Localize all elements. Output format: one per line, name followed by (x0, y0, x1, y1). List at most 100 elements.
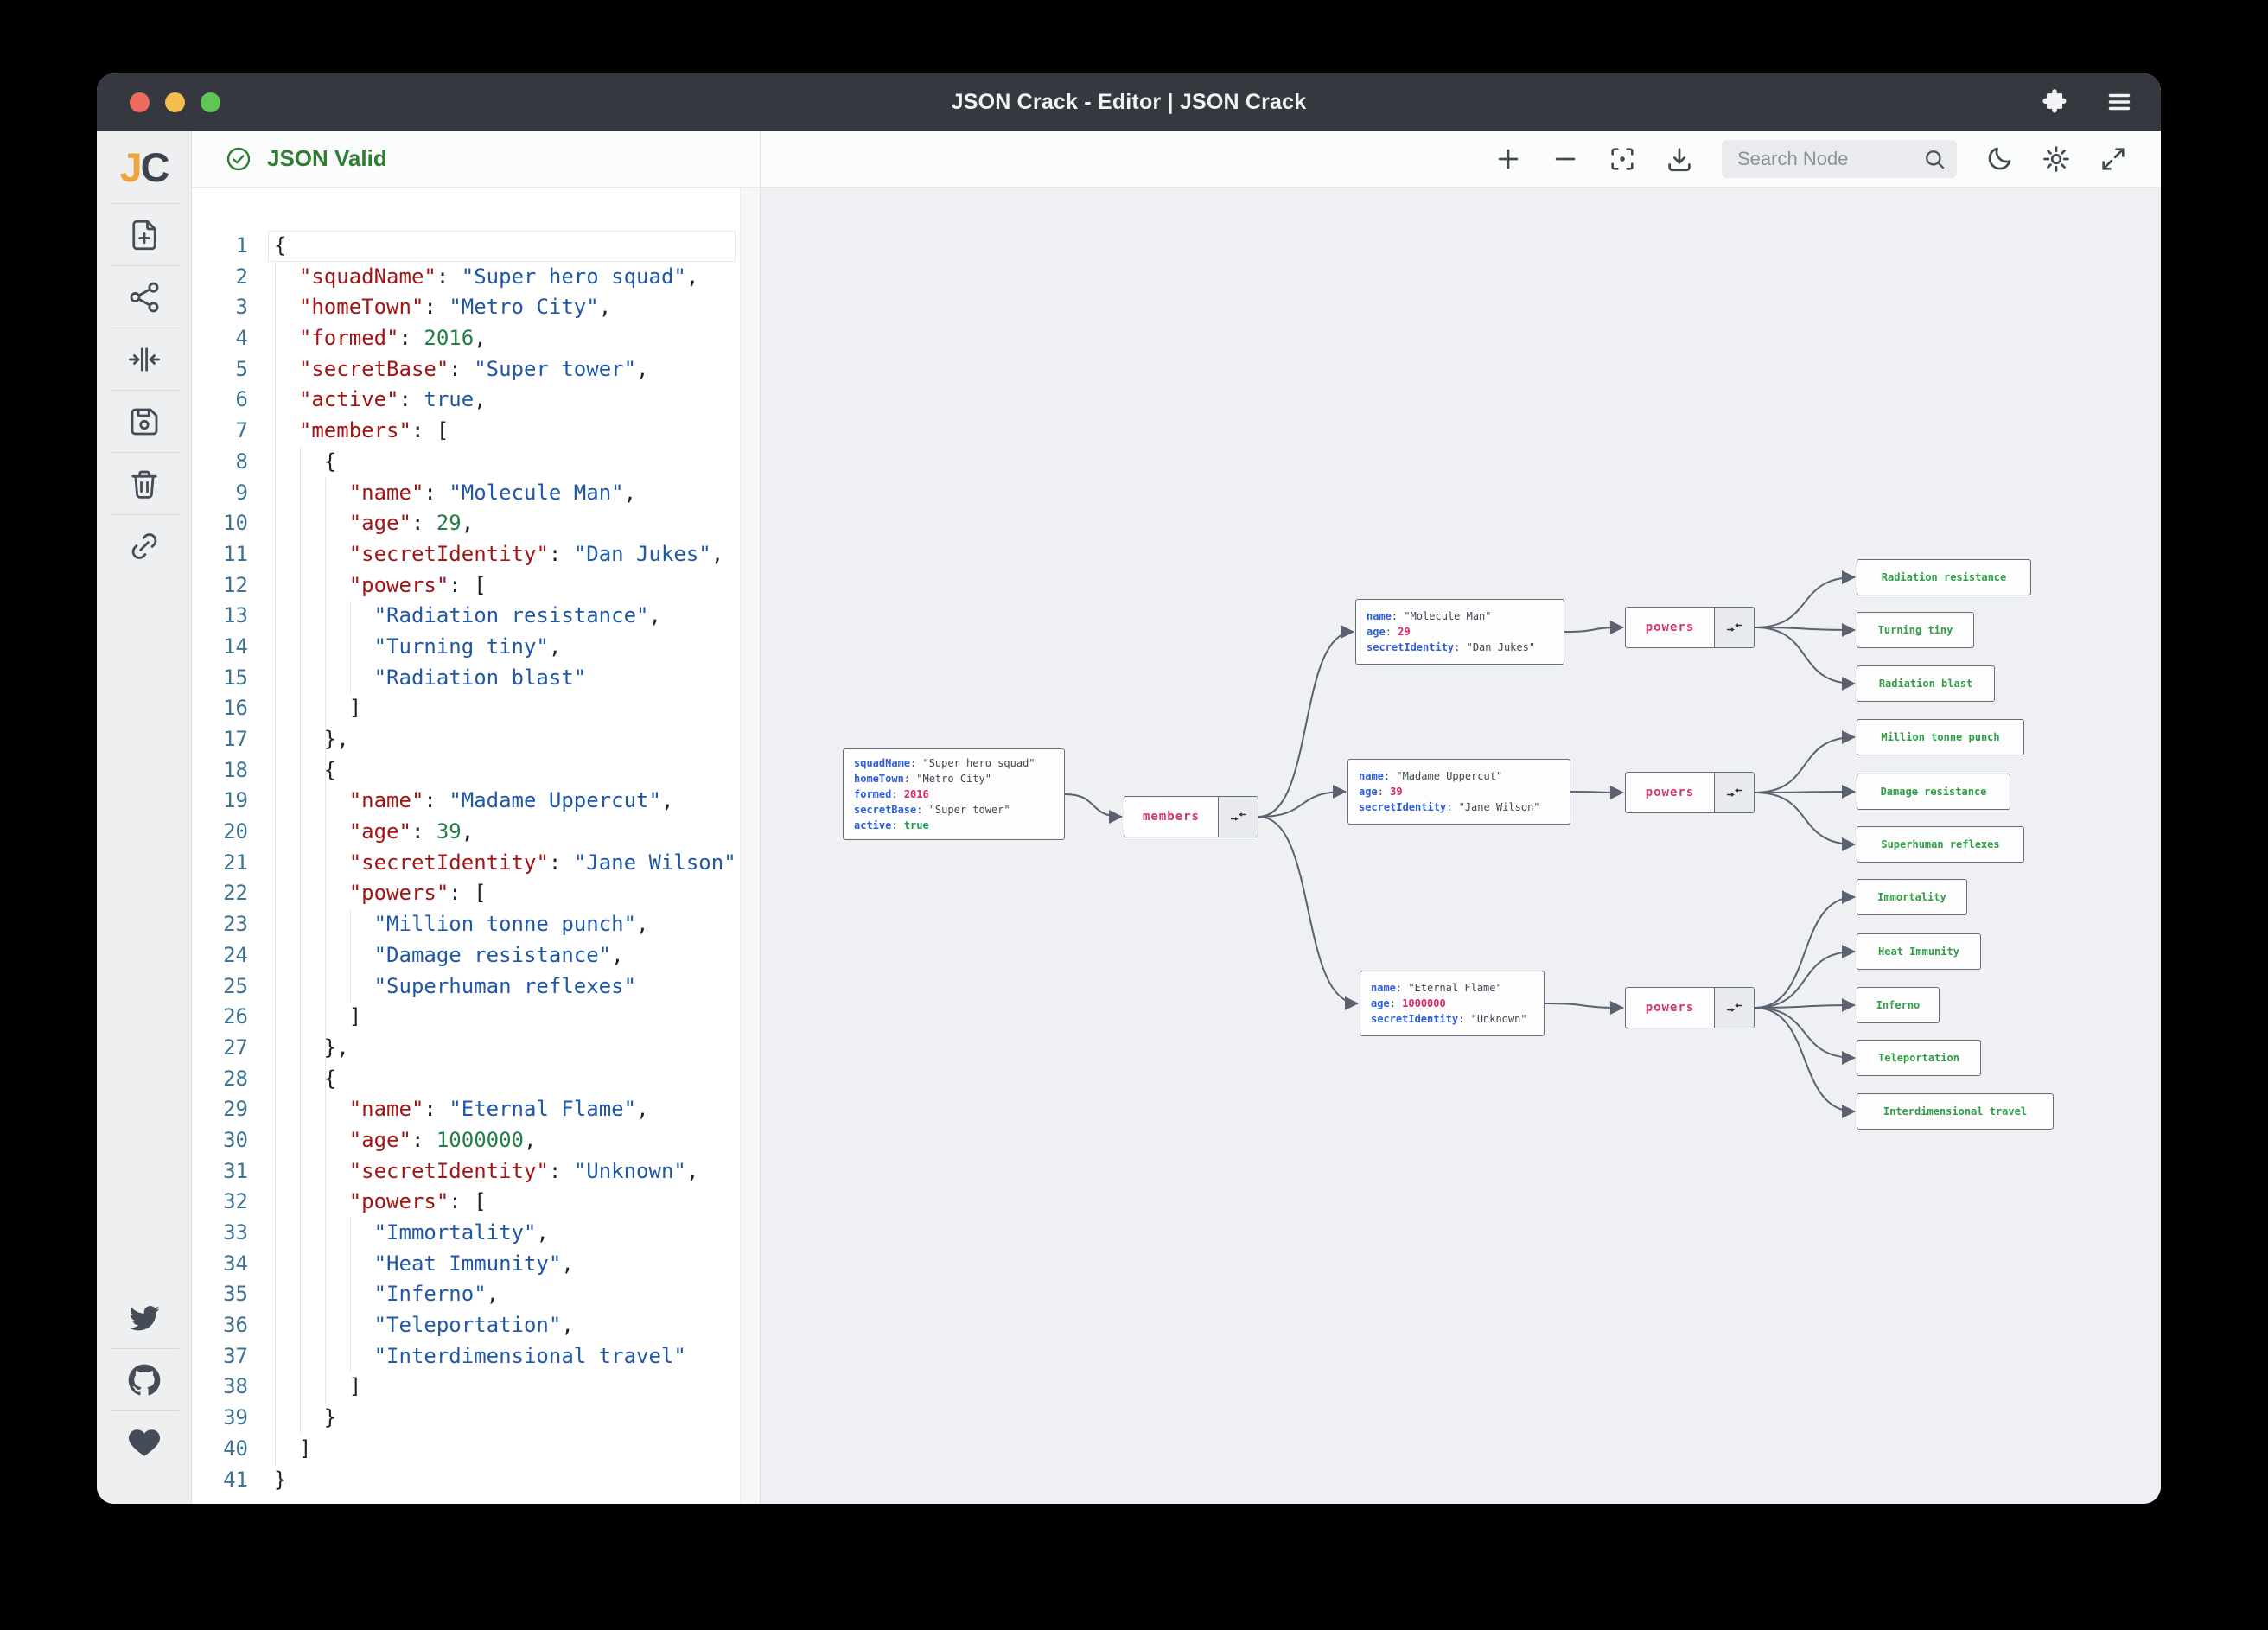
close-window-button[interactable] (130, 92, 150, 112)
code-line[interactable]: 17 }, (192, 724, 760, 755)
indent-guide (349, 909, 351, 1003)
focus-button[interactable] (1608, 144, 1637, 174)
line-number: 13 (223, 603, 248, 628)
graph-leaf-node[interactable]: Damage resistance (1857, 774, 2010, 810)
graph-leaf-node[interactable]: Radiation resistance (1857, 559, 2031, 595)
graph-leaf-node[interactable]: Immortality (1857, 879, 1967, 915)
zoom-window-button[interactable] (201, 92, 220, 112)
graph-view-button[interactable] (97, 266, 191, 328)
code-line[interactable]: 10 "age": 29, (192, 508, 760, 539)
code-line[interactable]: 32 "powers": [ (192, 1187, 760, 1218)
code-line[interactable]: 1{ (192, 231, 760, 262)
graph-leaf-node[interactable]: Turning tiny (1857, 612, 1974, 648)
line-number: 24 (223, 942, 248, 967)
link-button[interactable] (97, 515, 191, 576)
twitter-button[interactable] (97, 1287, 191, 1348)
code-line[interactable]: 16 ] (192, 693, 760, 724)
graph-leaf-node[interactable]: Heat Immunity (1857, 933, 1981, 970)
code-line[interactable]: 19 "name": "Madame Uppercut", (192, 786, 760, 817)
code-line[interactable]: 31 "secretIdentity": "Unknown", (192, 1156, 760, 1187)
collapse-node-button[interactable] (1218, 797, 1258, 837)
graph-leaf-node[interactable]: Million tonne punch (1857, 719, 2024, 755)
fullscreen-button[interactable] (2099, 144, 2128, 174)
github-button[interactable] (97, 1349, 191, 1410)
code-line[interactable]: 24 "Damage resistance", (192, 940, 760, 971)
code-line[interactable]: 12 "powers": [ (192, 570, 760, 602)
code-line[interactable]: 18 { (192, 755, 760, 786)
code-line[interactable]: 4 "formed": 2016, (192, 323, 760, 354)
indent-guide (299, 446, 301, 1435)
graph-leaf-node[interactable]: Teleportation (1857, 1040, 1981, 1076)
code-line[interactable]: 21 "secretIdentity": "Jane Wilson", (192, 848, 760, 879)
code-line[interactable]: 29 "name": "Eternal Flame", (192, 1094, 760, 1125)
code-line[interactable]: 36 "Teleportation", (192, 1310, 760, 1341)
download-button[interactable] (1665, 144, 1694, 174)
code-line[interactable]: 39 } (192, 1403, 760, 1434)
graph-leaf-node[interactable]: Interdimensional travel (1857, 1093, 2054, 1130)
graph-canvas[interactable]: squadName: "Super hero squad"homeTown: "… (761, 188, 2161, 1504)
editor-scrollbar[interactable] (740, 188, 760, 1504)
code-line[interactable]: 13 "Radiation resistance", (192, 601, 760, 632)
code-line[interactable]: 9 "name": "Molecule Man", (192, 478, 760, 509)
graph-node-p3[interactable]: powers (1625, 987, 1755, 1028)
code-line[interactable]: 2 "squadName": "Super hero squad", (192, 262, 760, 293)
graph-leaf-node[interactable]: Radiation blast (1857, 665, 1995, 702)
code-line[interactable]: 33 "Immortality", (192, 1218, 760, 1249)
divider (109, 265, 179, 266)
minimize-window-button[interactable] (165, 92, 185, 112)
extension-puzzle-icon[interactable] (2040, 87, 2069, 117)
collapse-node-button[interactable] (1714, 988, 1754, 1028)
collapse-node-button[interactable] (1714, 773, 1754, 812)
collapse-width-button[interactable] (97, 328, 191, 390)
code-line[interactable]: 30 "age": 1000000, (192, 1125, 760, 1156)
code-line[interactable]: 40 ] (192, 1434, 760, 1465)
code-line[interactable]: 27 }, (192, 1033, 760, 1064)
code-line[interactable]: 7 "members": [ (192, 416, 760, 447)
graph-node-root[interactable]: squadName: "Super hero squad"homeTown: "… (843, 748, 1065, 840)
code-line[interactable]: 26 ] (192, 1002, 760, 1033)
code-line[interactable]: 8 { (192, 447, 760, 478)
delete-button[interactable] (97, 453, 191, 514)
code-line[interactable]: 41} (192, 1465, 760, 1496)
code-line[interactable]: 34 "Heat Immunity", (192, 1249, 760, 1280)
menu-icon[interactable] (2104, 86, 2135, 118)
zoom-out-button[interactable] (1551, 144, 1580, 174)
sponsor-button[interactable] (97, 1411, 191, 1473)
settings-button[interactable] (2042, 144, 2071, 174)
search-node-input[interactable] (1736, 146, 1922, 171)
graph-leaf-node[interactable]: Superhuman reflexes (1857, 826, 2024, 863)
line-number: 26 (223, 1004, 248, 1029)
code-line[interactable]: 25 "Superhuman reflexes" (192, 971, 760, 1003)
code-line[interactable]: 20 "age": 39, (192, 817, 760, 848)
code-line[interactable]: 6 "active": true, (192, 385, 760, 416)
graph-node-members[interactable]: members (1124, 796, 1258, 837)
code-line[interactable]: 5 "secretBase": "Super tower", (192, 354, 760, 385)
collapse-node-button[interactable] (1714, 608, 1754, 647)
code-line[interactable]: 22 "powers": [ (192, 878, 760, 909)
code-line[interactable]: 11 "secretIdentity": "Dan Jukes", (192, 539, 760, 570)
code-line[interactable]: 28 { (192, 1064, 760, 1095)
code-line[interactable]: 3 "homeTown": "Metro City", (192, 292, 760, 323)
code-editor[interactable]: 1{2 "squadName": "Super hero squad",3 "h… (192, 188, 760, 1504)
code-line[interactable]: 14 "Turning tiny", (192, 632, 760, 663)
save-button[interactable] (97, 391, 191, 452)
graph-leaf-node[interactable]: Inferno (1857, 987, 1940, 1023)
code-line[interactable]: 15 "Radiation blast" (192, 663, 760, 694)
code-line[interactable]: 38 ] (192, 1372, 760, 1403)
graph-node-p1[interactable]: powers (1625, 607, 1755, 648)
new-file-button[interactable] (97, 204, 191, 265)
line-number: 30 (223, 1127, 248, 1152)
divider (109, 514, 179, 515)
divider (109, 203, 179, 204)
code-line[interactable]: 23 "Million tonne punch", (192, 909, 760, 940)
graph-node-p2[interactable]: powers (1625, 772, 1755, 813)
code-line[interactable]: 37 "Interdimensional travel" (192, 1341, 760, 1372)
code-line[interactable]: 35 "Inferno", (192, 1279, 760, 1310)
zoom-in-button[interactable] (1494, 144, 1523, 174)
dark-mode-button[interactable] (1984, 144, 2014, 174)
